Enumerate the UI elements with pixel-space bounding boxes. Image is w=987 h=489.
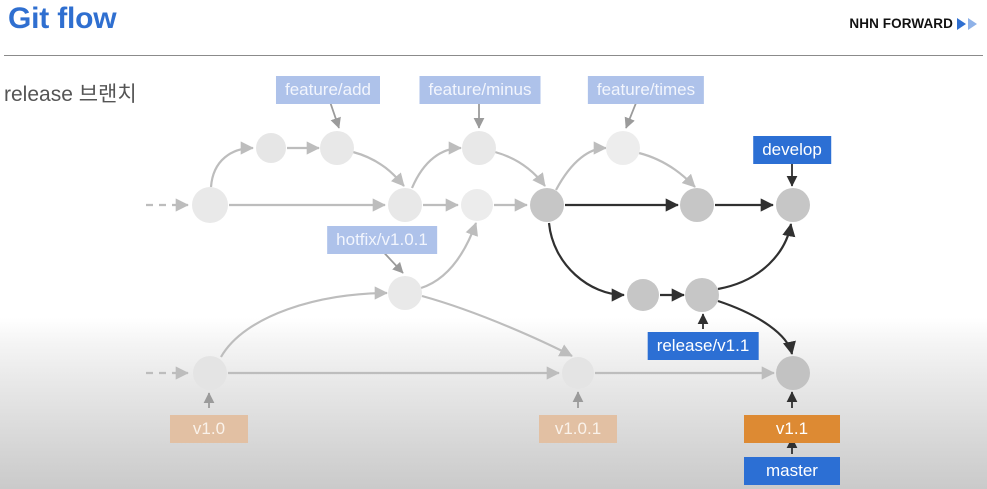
commit-node-h1 [388,276,422,310]
commit-node-f2 [320,131,354,165]
commit-node-d4 [680,188,714,222]
brand-logo: NHN FORWARD [849,16,977,31]
commit-node-r2 [685,278,719,312]
commit-node-d3 [530,188,564,222]
graph-nodes [192,131,810,390]
commit-node-d1 [388,188,422,222]
branch-label-release[interactable]: release/v1.1 [647,332,759,360]
faded-edges [146,141,775,380]
edge-d3-r1 [547,222,625,302]
edge-f4-d4 [638,151,696,188]
version-tag-v1-0[interactable]: v1.0 [170,415,248,443]
branch-label-feature-add[interactable]: feature/add [275,76,381,104]
edge-h1-d2 [420,222,478,290]
edge-f3-d3 [494,150,546,187]
play-triangle-icon [957,17,966,30]
version-tag-v1-0-1[interactable]: v1.0.1 [539,415,617,443]
edge-d3-f4 [555,141,607,191]
commit-node-f3 [462,131,496,165]
brand-text: NHN FORWARD [849,16,953,31]
branch-label-hotfix[interactable]: hotfix/v1.0.1 [327,226,437,254]
play-triangle-icon [968,17,977,30]
commit-node-f4 [606,131,640,165]
branch-label-feature-minus[interactable]: feature/minus [419,76,541,104]
branch-label-master[interactable]: master [744,457,840,485]
highlighted-edges [547,198,796,355]
edge-d0-f1 [209,141,254,188]
commit-node-m2 [776,356,810,390]
commit-node-f1 [256,133,286,163]
slide-subtitle: release 브랜치 [4,83,137,106]
edge-f2-d1 [352,150,405,187]
edge-h1-m1 [421,294,573,357]
commit-node-m1 [562,357,594,389]
commit-node-r1 [627,279,659,311]
branch-label-develop[interactable]: develop [753,136,831,164]
edge-r2-m2 [717,299,796,355]
branch-label-feature-times[interactable]: feature/times [587,76,705,104]
commit-node-d2 [461,189,493,221]
version-tag-v1-1[interactable]: v1.1 [744,415,840,443]
commit-node-d5 [776,188,810,222]
edge-m0-h1 [220,286,388,358]
header-divider [4,55,983,56]
page-title: Git flow [8,2,117,35]
edge-d1-f3 [410,141,462,189]
commit-node-d0 [192,187,228,223]
commit-node-m0 [193,356,227,390]
edge-r2-d5 [717,223,796,291]
